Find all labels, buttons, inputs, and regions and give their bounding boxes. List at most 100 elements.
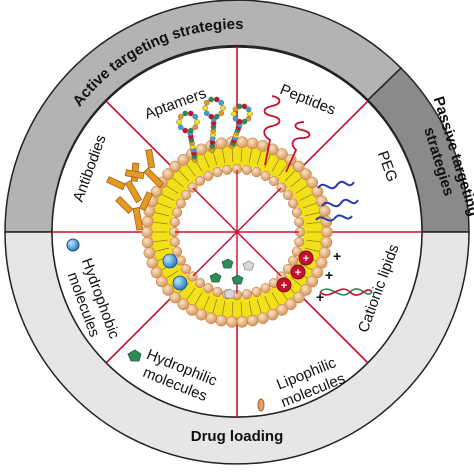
- lipid-head: [186, 304, 198, 316]
- lipid-head: [294, 217, 305, 228]
- lipid-head: [141, 226, 153, 238]
- lipid-head: [180, 263, 192, 275]
- hydrophobic-molecules-label: Hydrophobic molecules: [64, 256, 123, 341]
- aptamer-bead: [202, 105, 208, 111]
- aptamer-bead: [213, 96, 220, 103]
- aptamer-bead: [232, 106, 239, 113]
- lipid-head: [246, 137, 259, 150]
- lipid-head: [241, 164, 252, 175]
- aptamer-bead: [208, 96, 215, 103]
- active-targeting-ring-segment: [4, 0, 403, 233]
- lipid-head: [162, 284, 174, 296]
- lipid-tail: [166, 185, 179, 194]
- lipid-head: [282, 189, 294, 201]
- core-spokes: [175, 170, 299, 294]
- aptamer-bead: [182, 110, 189, 117]
- lipid-tail: [222, 300, 226, 315]
- lipid-tail: [231, 148, 234, 163]
- lipid-head: [194, 175, 206, 187]
- lipid-tail: [231, 301, 234, 316]
- lipid-tail: [172, 177, 184, 188]
- lipid-head: [291, 207, 302, 218]
- lipid-head: [318, 205, 331, 218]
- outer-lipid-heads: [141, 136, 333, 328]
- lipid-tail: [212, 151, 218, 166]
- aptamer-icons: [176, 96, 253, 163]
- lipid-head: [294, 236, 305, 247]
- lipid-head: [266, 308, 279, 321]
- hydrophilic-molecule-icon: [127, 349, 142, 362]
- lipid-tail: [256, 298, 262, 313]
- lipid-tail: [278, 164, 288, 177]
- peptide-icons: [263, 95, 311, 173]
- lipid-tail: [284, 170, 295, 182]
- lipid-head: [251, 286, 262, 297]
- lipid-head: [291, 246, 302, 257]
- lipid-head: [141, 236, 154, 249]
- lipid-tail: [212, 298, 218, 313]
- lipid-head: [177, 298, 190, 311]
- lipid-tail: [295, 185, 308, 194]
- lipid-tail: [248, 300, 252, 315]
- lipid-head: [251, 167, 262, 178]
- lipid-head: [321, 226, 333, 238]
- drug-loading-label: Drug loading: [191, 428, 284, 445]
- lipid-head: [205, 312, 218, 325]
- lipid-tail: [305, 212, 319, 217]
- aptamer-bead: [182, 127, 189, 134]
- lipid-head: [162, 168, 174, 180]
- lipid-tail: [153, 221, 168, 225]
- lipid-tail: [203, 296, 210, 310]
- lipid-tail: [179, 170, 190, 182]
- lipid-head: [175, 255, 186, 266]
- lipid-tail: [155, 212, 169, 217]
- lipid-tail: [203, 154, 210, 168]
- aptamer-bead: [176, 119, 182, 125]
- inner-lipid-heads: [168, 163, 306, 301]
- lipid-head: [195, 143, 208, 156]
- lipid-head: [203, 283, 214, 294]
- lipid-head: [236, 315, 249, 328]
- aptamer-bead: [220, 105, 226, 111]
- lipid-tail: [264, 154, 271, 168]
- svg-text:+: +: [281, 280, 287, 292]
- lipid-tail: [153, 239, 168, 243]
- hydrophobic-molecules-bilayer: [162, 253, 188, 291]
- lipid-tail: [186, 164, 196, 177]
- lipid-tail: [186, 287, 196, 300]
- lipid-head: [236, 136, 249, 149]
- svg-text:+: +: [303, 253, 309, 265]
- lipid-tail: [240, 148, 243, 163]
- dna-helix-icon: [319, 288, 373, 296]
- aptamer-bead: [177, 113, 184, 120]
- lipid-head: [212, 286, 223, 297]
- lipid-head: [195, 308, 208, 321]
- lipid-tail: [240, 301, 243, 316]
- lipid-head: [292, 160, 305, 173]
- lipid-head: [260, 170, 271, 181]
- lipid-head: [141, 215, 154, 228]
- aptamer-bead: [218, 99, 225, 106]
- hydrophobic-molecule-icon: [66, 238, 80, 252]
- peg-icons: [315, 180, 359, 222]
- lipid-tail: [222, 149, 226, 164]
- lipid-head: [150, 185, 163, 198]
- aptamer-bead: [236, 103, 243, 110]
- aptamer-bead: [192, 124, 199, 131]
- liposome: + + + + + +: [141, 136, 373, 328]
- aptamer-bead: [245, 115, 252, 122]
- aptamer-bead: [187, 110, 194, 117]
- lipid-head: [143, 246, 156, 259]
- lipid-head: [276, 304, 288, 316]
- lipid-head: [260, 283, 271, 294]
- lipid-head: [169, 236, 180, 247]
- lipid-head: [318, 246, 331, 259]
- svg-text:+: +: [333, 248, 341, 264]
- aptamer-bead: [177, 124, 184, 131]
- lipid-head: [266, 143, 279, 156]
- lipid-head: [203, 170, 214, 181]
- lipid-tail: [264, 296, 271, 310]
- lipid-head: [300, 168, 312, 180]
- lipid-tail: [271, 292, 280, 305]
- lipid-head: [169, 217, 180, 228]
